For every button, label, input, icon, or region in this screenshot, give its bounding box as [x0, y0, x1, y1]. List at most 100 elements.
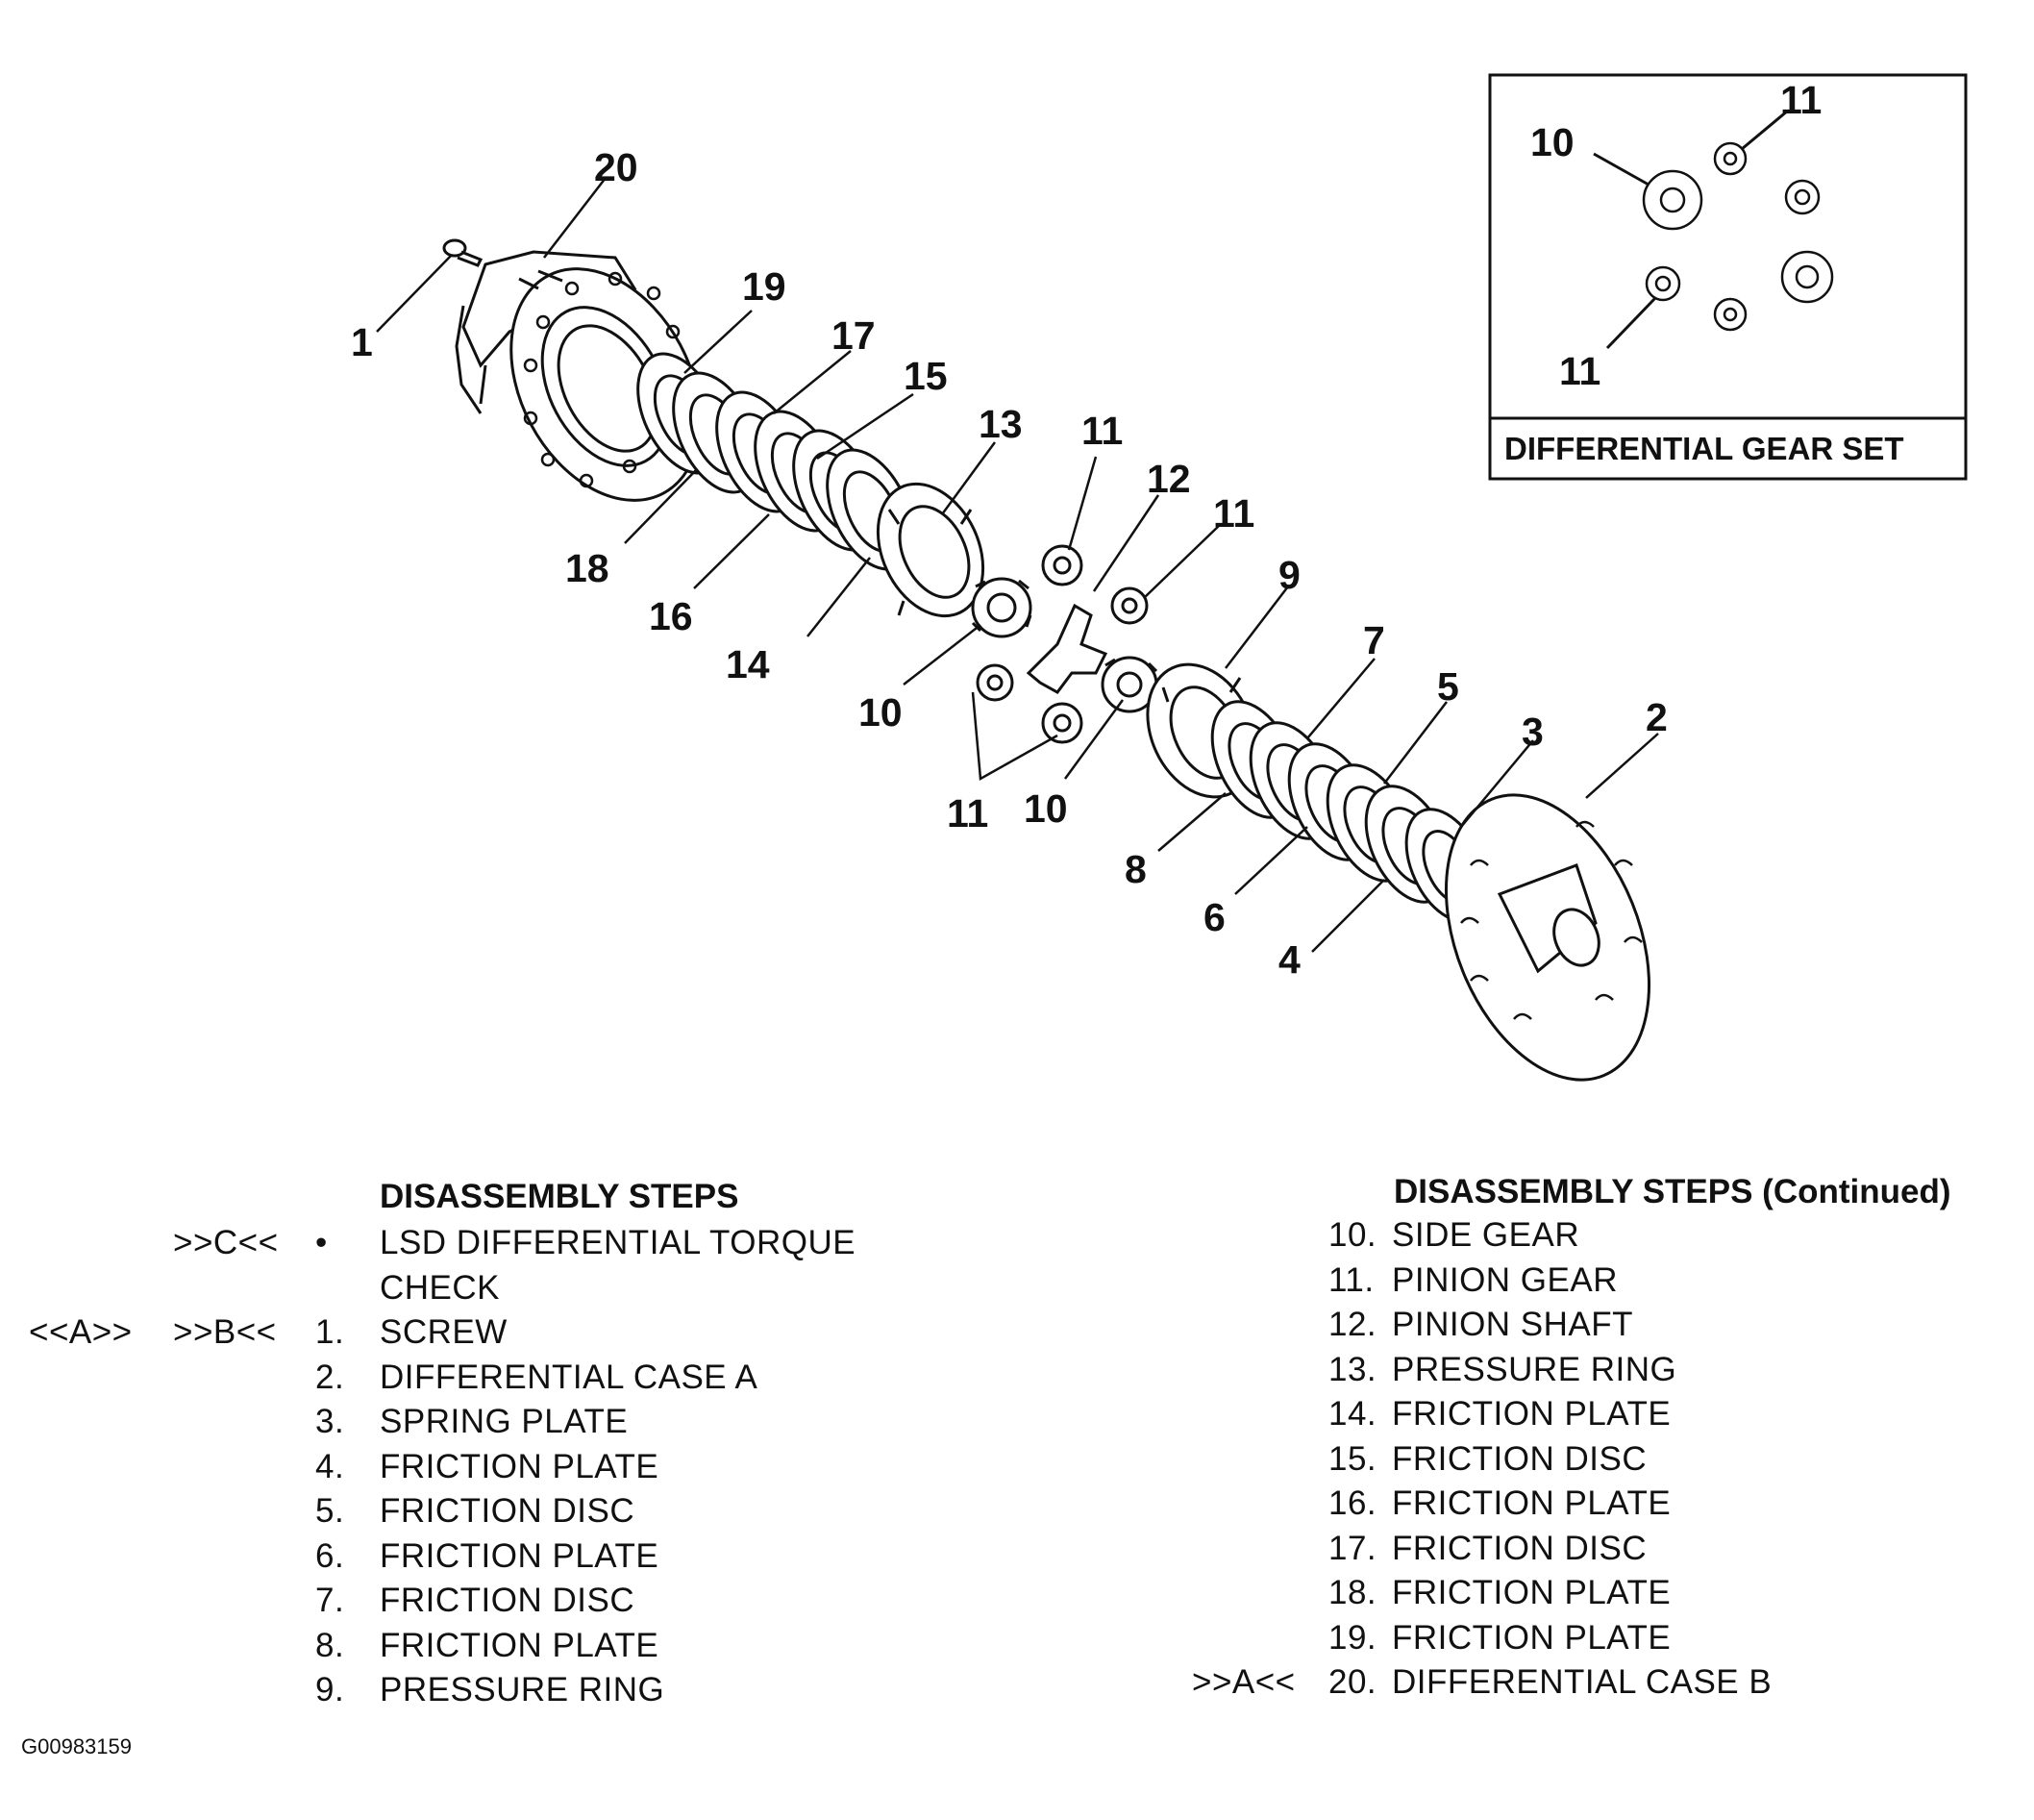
- step-num: •: [315, 1224, 328, 1261]
- callout-13: 13: [979, 402, 1023, 446]
- step-label: FRICTION PLATE: [1392, 1484, 1672, 1522]
- inset-pinion-a: [1713, 141, 1748, 176]
- callout-19: 19: [742, 264, 786, 309]
- step-label: PRESSURE RING: [1392, 1350, 1677, 1388]
- pinion-gear-left: [976, 663, 1014, 702]
- step-num: 12.: [1328, 1306, 1377, 1343]
- pinion-gear-right: [1110, 586, 1149, 625]
- callout-9: 9: [1278, 553, 1301, 597]
- step-num: 5.: [315, 1492, 345, 1530]
- callout-10-right: 10: [1024, 786, 1068, 831]
- inset-callout-10: 10: [1530, 120, 1575, 164]
- step-num: 4.: [315, 1447, 345, 1485]
- step-num: 2.: [315, 1358, 345, 1396]
- figure-code: G00983159: [21, 1734, 132, 1758]
- step-num: 10.: [1328, 1216, 1377, 1254]
- right-disc-stack: [1146, 662, 1489, 923]
- inset-differential-gear-set: [1488, 73, 1968, 481]
- inset-callout-11-bottom: 11: [1559, 349, 1600, 393]
- screw: [442, 238, 484, 267]
- step-num: 20.: [1328, 1663, 1377, 1701]
- step-num: 14.: [1328, 1395, 1377, 1433]
- step-code: >>C<<: [173, 1224, 279, 1261]
- step-num: 16.: [1328, 1484, 1377, 1522]
- inset-pinion-b: [1784, 179, 1821, 215]
- callout-6: 6: [1203, 895, 1226, 939]
- step-num: 9.: [315, 1671, 345, 1708]
- step-num: 13.: [1328, 1350, 1377, 1388]
- step-label: SPRING PLATE: [380, 1403, 629, 1440]
- callout-7: 7: [1363, 618, 1385, 662]
- pinion-shaft: [1026, 603, 1108, 694]
- step-label: FRICTION DISC: [380, 1582, 635, 1619]
- steps-left: DISASSEMBLY STEPS >>C<< • LSD DIFFERENTIAL…: [0, 1178, 961, 1716]
- callout-17: 17: [831, 313, 876, 358]
- step-label: DIFFERENTIAL CASE B: [1392, 1663, 1773, 1701]
- pinion-gear-bottom: [1041, 702, 1083, 744]
- step-label: FRICTION PLATE: [380, 1447, 659, 1485]
- callout-5: 5: [1437, 664, 1459, 709]
- callout-11-top: 11: [1081, 409, 1123, 453]
- center-gears: [971, 544, 1158, 744]
- step-label: LSD DIFFERENTIAL TORQUE: [380, 1224, 856, 1261]
- step-label: DIFFERENTIAL CASE A: [380, 1358, 758, 1396]
- step-label: FRICTION DISC: [380, 1492, 635, 1530]
- step-label: FRICTION PLATE: [1392, 1395, 1672, 1433]
- step-label: SCREW: [380, 1313, 508, 1351]
- step-code: >>A<<: [1192, 1663, 1296, 1701]
- callout-14: 14: [726, 642, 770, 686]
- step-label: FRICTION DISC: [1392, 1439, 1648, 1478]
- steps-right: DISASSEMBLY STEPS (Continued) 10. SIDE GE…: [1153, 1173, 2019, 1711]
- step-num: 19.: [1328, 1618, 1377, 1657]
- differential-case-b: [455, 250, 702, 502]
- step-code: >>B<<: [173, 1313, 277, 1351]
- step-label: FRICTION PLATE: [1392, 1574, 1672, 1611]
- callout-20: 20: [594, 145, 638, 189]
- side-gear-upper: [971, 577, 1032, 638]
- step-num: 1.: [315, 1313, 345, 1351]
- inset-side-gear-b: [1780, 250, 1834, 304]
- steps-left-heading: DISASSEMBLY STEPS: [380, 1178, 739, 1215]
- callout-16: 16: [649, 594, 693, 638]
- callout-10-left: 10: [858, 690, 903, 735]
- callout-15: 15: [904, 354, 948, 398]
- callout-12: 12: [1147, 457, 1191, 501]
- step-label: PRESSURE RING: [380, 1671, 665, 1708]
- step-label: FRICTION PLATE: [380, 1536, 659, 1575]
- step-label: FRICTION PLATE: [380, 1626, 659, 1664]
- step-label: PINION SHAFT: [1392, 1306, 1634, 1343]
- callout-11-right: 11: [1213, 491, 1254, 536]
- step-label: FRICTION DISC: [1392, 1529, 1648, 1567]
- step-num: 17.: [1328, 1529, 1377, 1567]
- callout-11-bottom: 11: [947, 791, 988, 835]
- step-label: PINION GEAR: [1392, 1260, 1618, 1299]
- callout-4: 4: [1278, 937, 1301, 982]
- callout-1: 1: [351, 320, 373, 364]
- inset-pinion-c: [1645, 265, 1681, 302]
- step-num: 8.: [315, 1626, 345, 1664]
- callout-3: 3: [1522, 710, 1544, 754]
- steps-right-heading: DISASSEMBLY STEPS (Continued): [1394, 1173, 1951, 1210]
- step-label: SIDE GEAR: [1392, 1216, 1580, 1254]
- step-num: 15.: [1328, 1439, 1377, 1478]
- leader-lines: [376, 177, 1659, 953]
- step-label: FRICTION PLATE: [1392, 1618, 1672, 1657]
- step-num: 3.: [315, 1403, 345, 1440]
- callout-2: 2: [1646, 695, 1668, 739]
- inset-callout-11-top: 11: [1780, 78, 1822, 122]
- inset-pinion-d: [1713, 297, 1748, 332]
- step-num: 18.: [1328, 1574, 1377, 1611]
- callout-numbers: 20 1 19 17 15 13 11 12 11 9 18 16 14 10 …: [351, 78, 1822, 982]
- left-disc-stack: [636, 352, 985, 618]
- step-num: 6.: [315, 1536, 345, 1575]
- step-num: 7.: [315, 1582, 345, 1619]
- pinion-gear-top: [1041, 544, 1083, 586]
- step-num: 11.: [1328, 1260, 1375, 1299]
- differential-case-a: [1445, 793, 1650, 1082]
- inset-side-gear-a: [1642, 169, 1703, 231]
- callout-18: 18: [565, 546, 609, 590]
- pressure-ring-13: [876, 482, 985, 618]
- inset-title: DIFFERENTIAL GEAR SET: [1504, 431, 1904, 466]
- step-pre: <<A>>: [29, 1313, 133, 1351]
